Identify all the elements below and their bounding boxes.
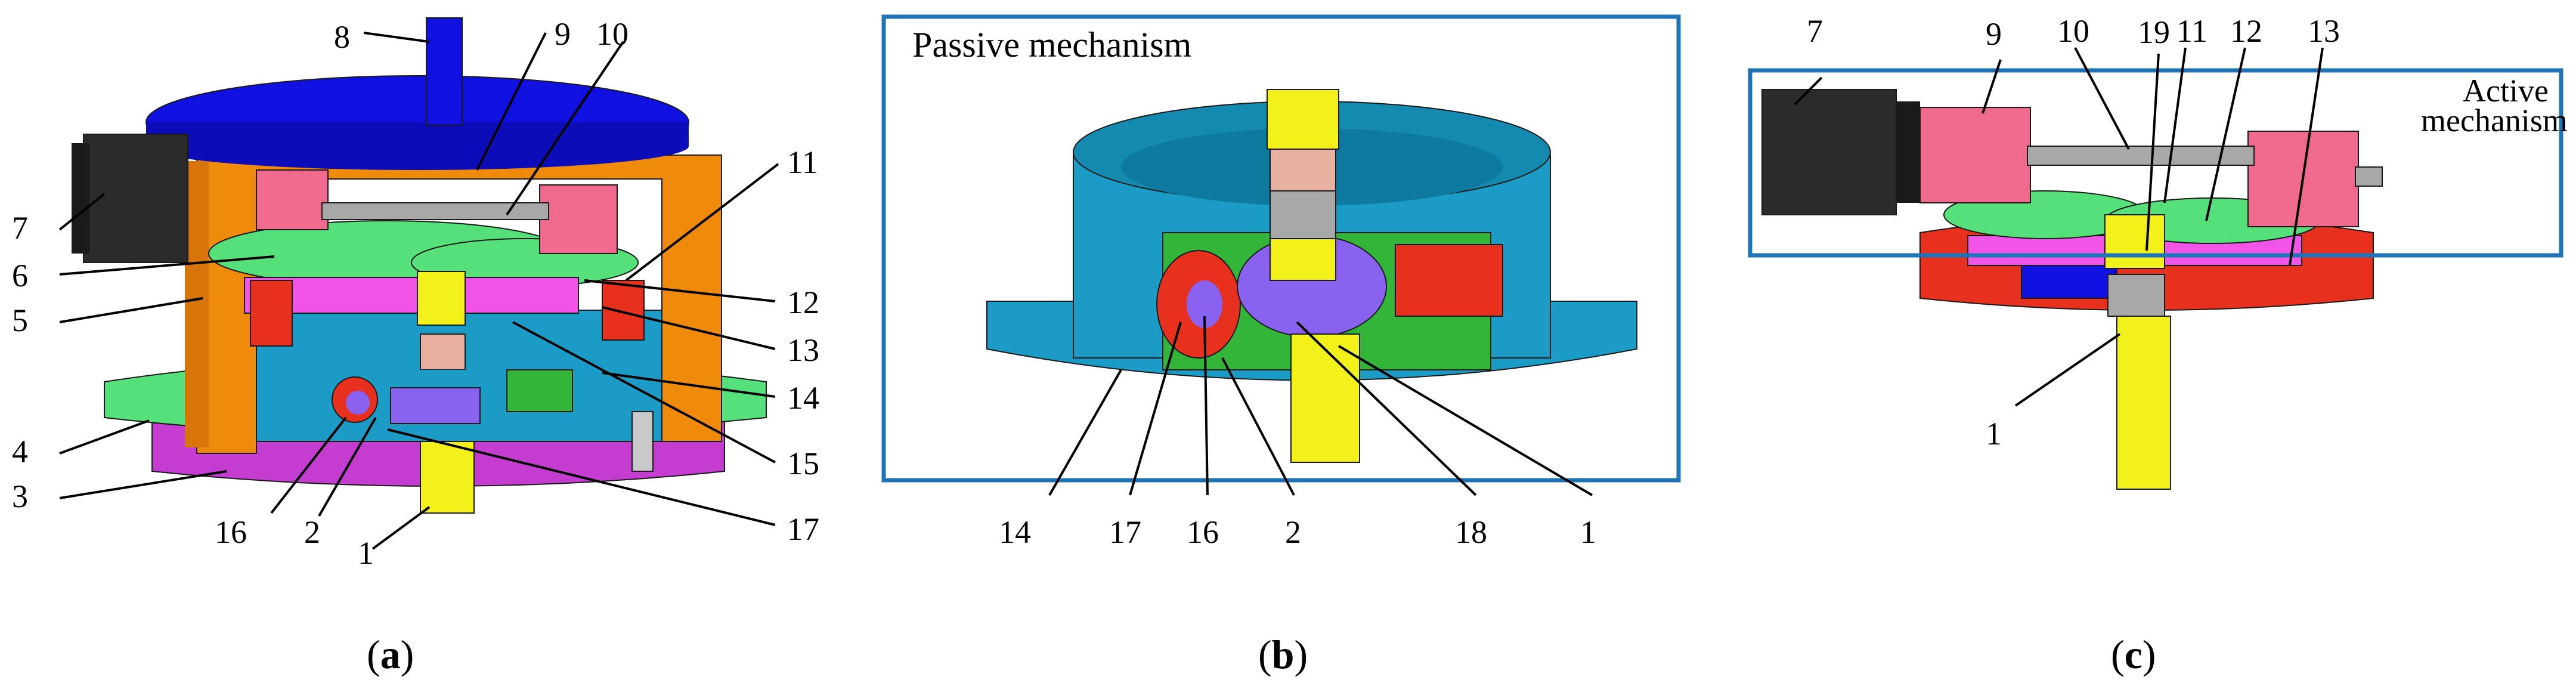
label-c-11: 11 bbox=[2176, 13, 2207, 49]
panel-b-drawing bbox=[986, 89, 1637, 463]
label-c-19: 19 bbox=[2138, 14, 2170, 50]
label-a-16: 16 bbox=[215, 514, 247, 550]
label-a-15: 15 bbox=[787, 446, 819, 481]
panel-a-labels: 8 9 10 11 7 6 5 12 13 14 4 3 15 16 2 17 … bbox=[12, 16, 819, 571]
panel-c-labels: 7 9 10 19 11 12 13 1 bbox=[1794, 13, 2340, 452]
label-a-1: 1 bbox=[358, 535, 374, 571]
label-c-7: 7 bbox=[1807, 13, 1823, 49]
label-a-3: 3 bbox=[12, 478, 28, 514]
label-b-16: 16 bbox=[1187, 514, 1219, 550]
label-a-4: 4 bbox=[12, 434, 28, 469]
label-a-13: 13 bbox=[787, 332, 819, 368]
label-b-18: 18 bbox=[1455, 514, 1487, 550]
label-a-9: 9 bbox=[555, 16, 571, 52]
label-c-10: 10 bbox=[2057, 13, 2089, 49]
label-a-2: 2 bbox=[304, 514, 320, 550]
label-a-12: 12 bbox=[787, 285, 819, 320]
label-b-1: 1 bbox=[1580, 514, 1596, 550]
label-a-17: 17 bbox=[787, 511, 819, 547]
label-b-17: 17 bbox=[1109, 514, 1141, 550]
panel-c-title-line2: mechanism bbox=[2421, 103, 2568, 138]
label-a-5: 5 bbox=[12, 302, 28, 338]
label-a-6: 6 bbox=[12, 258, 28, 294]
label-a-7: 7 bbox=[12, 210, 28, 246]
panel-b-frame bbox=[881, 14, 1681, 483]
label-c-1: 1 bbox=[1986, 416, 2002, 452]
caption-a: (a) bbox=[367, 632, 414, 677]
panel-c-title: Active mechanism bbox=[2421, 73, 2568, 138]
panel-b-labels: 14 17 16 2 18 1 bbox=[999, 316, 1596, 550]
label-c-9: 9 bbox=[1986, 16, 2002, 52]
label-a-11: 11 bbox=[787, 144, 818, 180]
label-c-12: 12 bbox=[2230, 13, 2262, 49]
panel-b-title: Passive mechanism bbox=[912, 25, 1191, 64]
caption-c: (c) bbox=[2111, 632, 2156, 677]
label-a-14: 14 bbox=[787, 380, 819, 416]
caption-b: (b) bbox=[1258, 632, 1308, 677]
label-b-14: 14 bbox=[999, 514, 1031, 550]
label-b-2: 2 bbox=[1285, 514, 1301, 550]
label-a-10: 10 bbox=[596, 16, 628, 52]
panel-c-title-line1: Active bbox=[2463, 73, 2549, 109]
panel-c-drawing bbox=[1761, 89, 2383, 490]
label-c-13: 13 bbox=[2308, 13, 2340, 49]
panel-c-frame bbox=[1748, 68, 2563, 258]
label-a-8: 8 bbox=[334, 19, 350, 55]
